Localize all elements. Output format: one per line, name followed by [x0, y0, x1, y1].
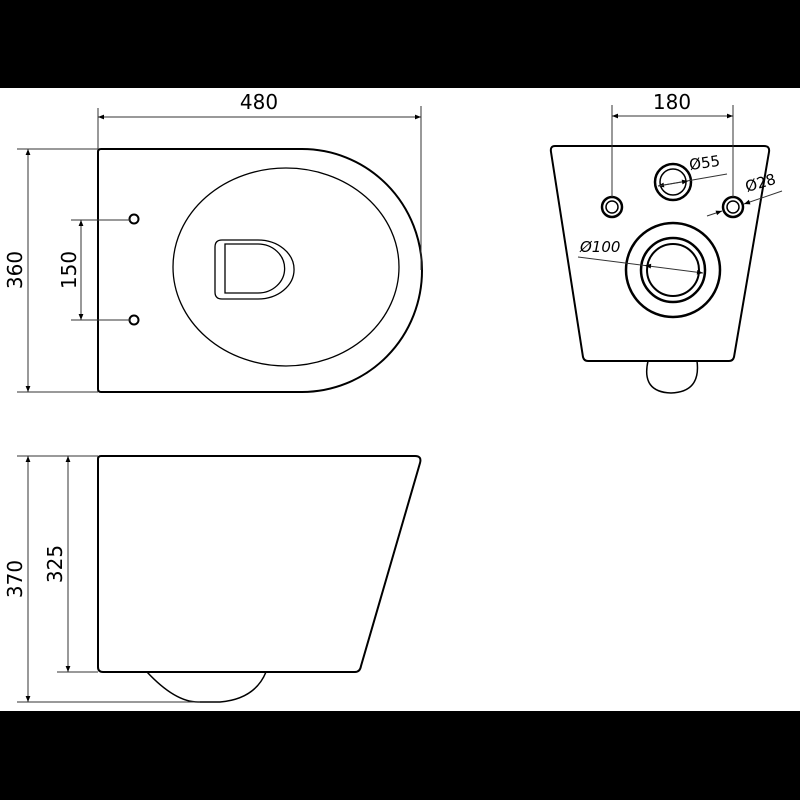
dim-label-outlet: Ø100: [579, 238, 620, 256]
water-inlet-outer: [653, 162, 693, 202]
dim-label-overall-length: 480: [240, 90, 278, 114]
drain-inner: [224, 243, 286, 294]
rear-bottom-lip: [646, 360, 699, 394]
outlet-mid: [639, 236, 707, 304]
drain-outer: [214, 239, 295, 300]
bowl-rim-oval: [172, 167, 400, 367]
dim-label-bolt-spacing: 180: [653, 90, 691, 114]
outlet-outer: [624, 221, 722, 319]
side-bottom-bowl: [146, 671, 267, 703]
side-view: 370 325: [3, 455, 422, 703]
seat-hole-top: [128, 213, 140, 225]
drawing-sheet: [0, 88, 800, 711]
dim-label-water-inlet: Ø55: [688, 152, 721, 174]
top-view-outline: [97, 148, 423, 393]
top-frame-band: [0, 0, 800, 88]
bottom-frame-band: [0, 711, 800, 800]
side-view-outline: [97, 455, 422, 673]
bolt-hole-left-inner: [605, 200, 619, 214]
dim-label-body-height: 325: [43, 545, 67, 583]
top-view: 480 360 150: [3, 90, 423, 393]
rear-view-outline: [549, 145, 771, 362]
dim-label-overall-width: 360: [3, 251, 27, 289]
bolt-hole-right-inner: [726, 200, 740, 214]
dim-label-overall-height: 370: [3, 560, 27, 598]
dim-label-seat-hole-spacing: 150: [57, 251, 81, 289]
